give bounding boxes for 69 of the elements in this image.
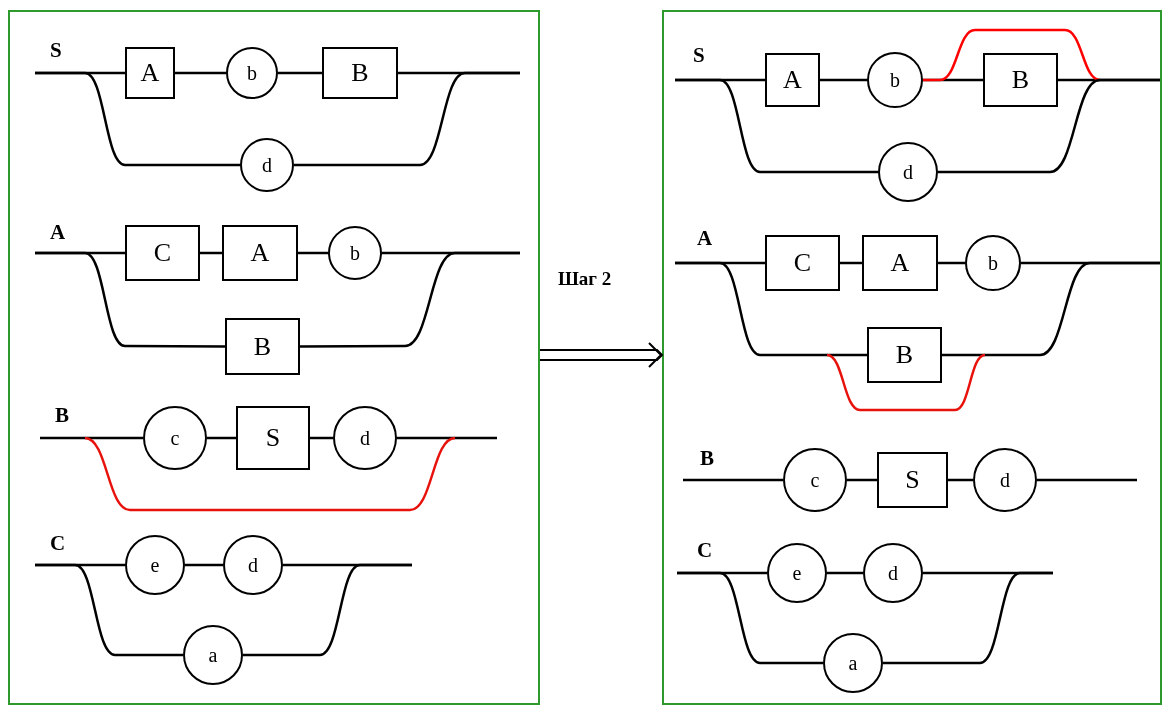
terminal-circle: a bbox=[183, 625, 243, 685]
rail-line bbox=[207, 436, 236, 440]
rail-line bbox=[175, 71, 226, 75]
terminal-circle: b bbox=[328, 226, 382, 280]
nonterminal-box: C bbox=[765, 235, 840, 291]
rail-line bbox=[200, 251, 222, 255]
nonterminal-box: A bbox=[862, 235, 938, 291]
rail-line bbox=[677, 571, 823, 665]
terminal-circle: b bbox=[226, 47, 278, 99]
terminal-circle: b bbox=[965, 235, 1021, 291]
rail-line bbox=[675, 78, 878, 174]
terminal-circle: e bbox=[125, 535, 185, 595]
nonterminal-box: A bbox=[125, 47, 175, 99]
rule-name: S bbox=[50, 38, 62, 63]
rule-name: A bbox=[50, 220, 66, 245]
rule-name: C bbox=[697, 538, 713, 563]
terminal-circle: d bbox=[863, 543, 923, 603]
nonterminal-box: B bbox=[867, 327, 942, 383]
terminal-circle: e bbox=[767, 543, 827, 603]
rail-line bbox=[310, 436, 333, 440]
nonterminal-box: A bbox=[765, 53, 820, 107]
nonterminal-box: A bbox=[222, 225, 298, 281]
nonterminal-box: C bbox=[125, 225, 200, 281]
terminal-circle: a bbox=[823, 633, 883, 693]
rail-line bbox=[675, 261, 867, 357]
rail-line bbox=[35, 71, 240, 167]
terminal-circle: d bbox=[223, 535, 283, 595]
nonterminal-box: B bbox=[322, 47, 398, 99]
rail-line bbox=[923, 28, 1101, 82]
rail-line bbox=[1037, 478, 1137, 482]
rail-line bbox=[948, 478, 973, 482]
nonterminal-box: S bbox=[236, 406, 310, 470]
nonterminal-box: B bbox=[225, 318, 300, 375]
rail-line bbox=[827, 571, 863, 575]
rail-line bbox=[294, 71, 520, 167]
rule-name: S bbox=[693, 43, 705, 68]
terminal-circle: b bbox=[867, 52, 923, 108]
rule-name: A bbox=[697, 226, 713, 251]
rail-line bbox=[883, 571, 1053, 665]
terminal-circle: d bbox=[878, 142, 938, 202]
panel-frame bbox=[8, 10, 540, 705]
terminal-circle: c bbox=[783, 448, 847, 512]
terminal-circle: d bbox=[973, 448, 1037, 512]
rail-line bbox=[35, 251, 225, 348]
terminal-circle: d bbox=[333, 406, 397, 470]
rail-line bbox=[278, 71, 322, 75]
nonterminal-box: B bbox=[983, 53, 1058, 107]
rule-name: B bbox=[55, 403, 69, 428]
rail-line bbox=[942, 261, 1160, 357]
terminal-circle: d bbox=[240, 138, 294, 192]
rail-line bbox=[820, 78, 867, 82]
rail-line bbox=[847, 478, 877, 482]
rule-name: B bbox=[700, 446, 714, 471]
panel-frame bbox=[662, 10, 1162, 705]
rail-line bbox=[938, 261, 965, 265]
rail-line bbox=[243, 563, 412, 657]
terminal-circle: c bbox=[143, 406, 207, 470]
rail-line bbox=[298, 251, 328, 255]
double-arrow bbox=[539, 342, 664, 368]
rail-line bbox=[683, 478, 783, 482]
rail-line bbox=[35, 563, 183, 657]
rail-line bbox=[300, 251, 520, 348]
rail-line bbox=[185, 563, 223, 567]
rail-line bbox=[840, 261, 862, 265]
rule-name: C bbox=[50, 531, 66, 556]
rail-line bbox=[397, 436, 497, 440]
nonterminal-box: S bbox=[877, 452, 948, 508]
rail-line bbox=[938, 78, 1160, 174]
rail-line bbox=[40, 436, 143, 440]
